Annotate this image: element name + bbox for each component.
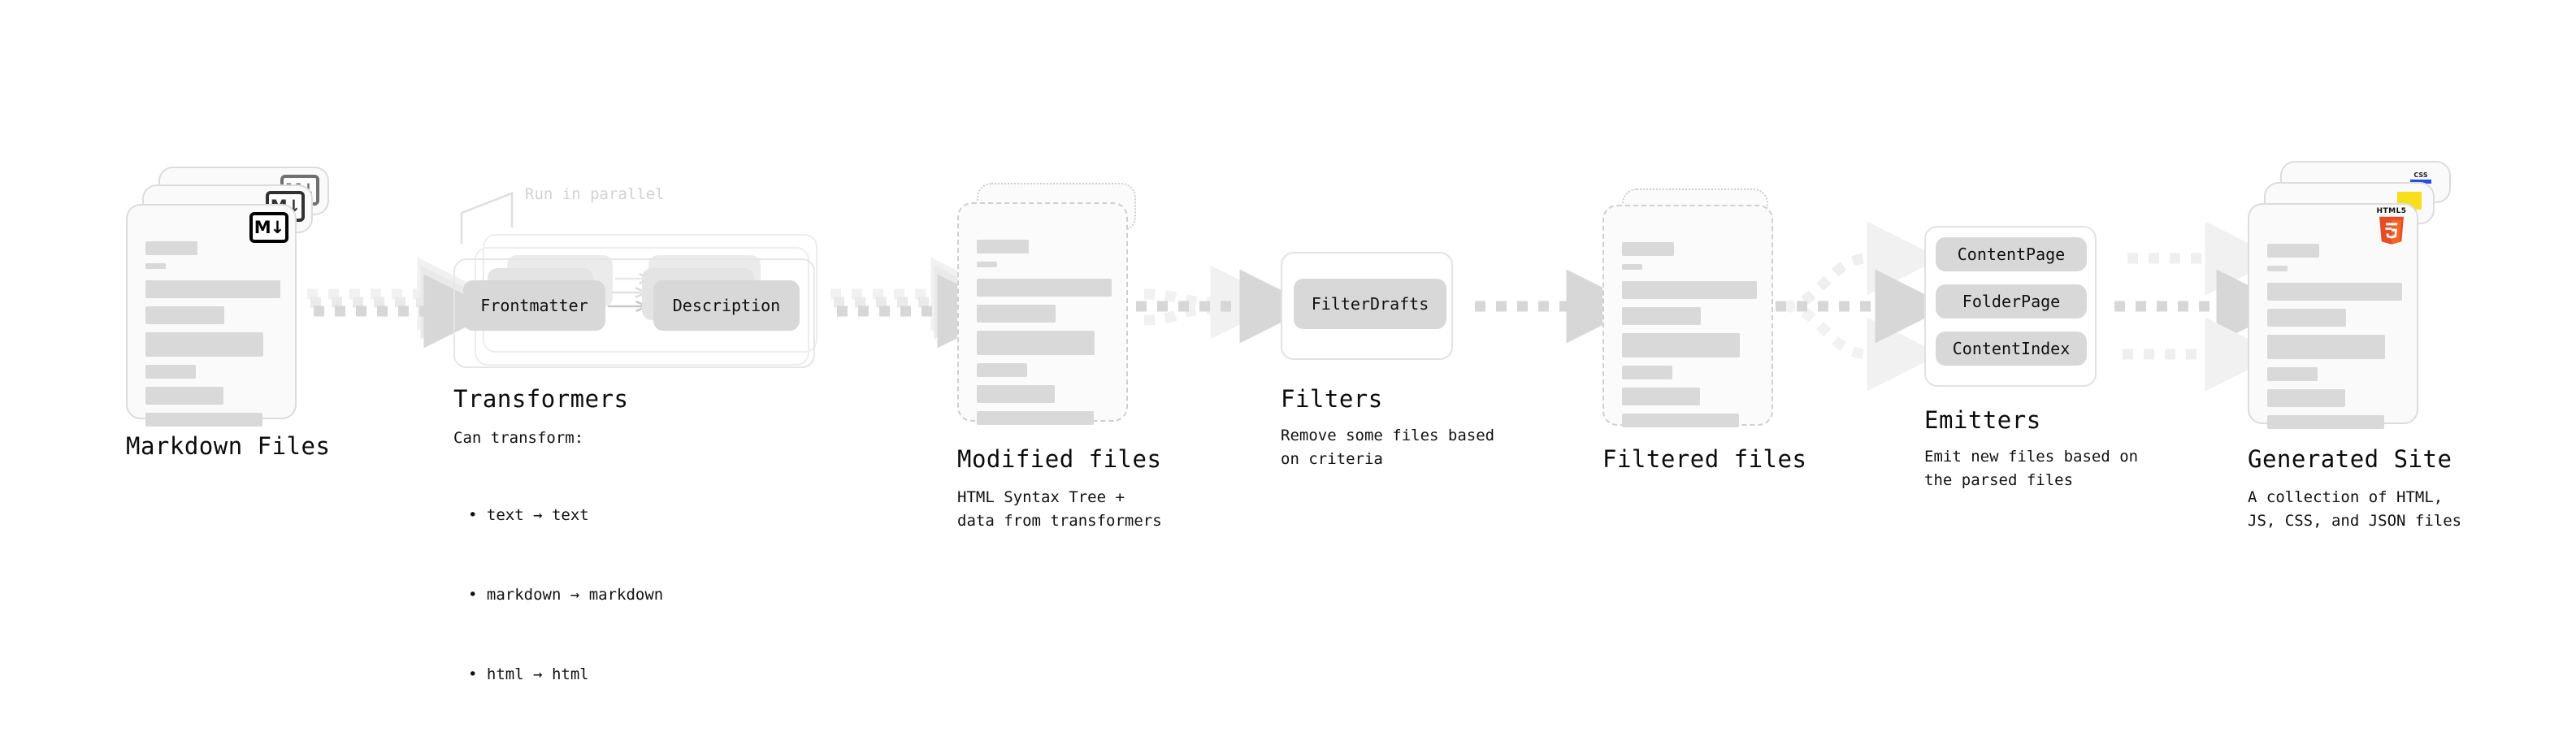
stage-subtitle-modified-files: HTML Syntax Tree + data from transformer… bbox=[957, 488, 1162, 530]
connector-emitters-to-site bbox=[2114, 221, 2291, 392]
stage-title-filtered-files: Filtered files bbox=[1602, 445, 1807, 473]
connector-modified-to-filters bbox=[1136, 265, 1314, 344]
html5-icon: HTML5 bbox=[2374, 208, 2409, 250]
css3-icon-label: CSS bbox=[2413, 171, 2428, 179]
site-card-front bbox=[2248, 203, 2418, 429]
stage-subtitle-emitters: Emit new files based on the parsed files bbox=[1924, 448, 2139, 489]
markdown-icon: M↓ bbox=[249, 212, 288, 243]
doc-placeholder-lines bbox=[2267, 244, 2402, 437]
transformer-group-front bbox=[453, 258, 815, 368]
connector-transformers-to-modified bbox=[830, 257, 1012, 349]
doc-placeholder-lines bbox=[1622, 242, 1757, 436]
html5-icon-label: HTML5 bbox=[2376, 207, 2407, 215]
filtered-card-front bbox=[1602, 205, 1773, 427]
html5-icon-shield bbox=[2379, 216, 2405, 245]
stage-title-generated-site: Generated Site bbox=[2248, 445, 2452, 473]
transformers-bullet-2: • html → html bbox=[468, 665, 589, 684]
emitter-pill-folderpage[interactable]: FolderPage bbox=[1936, 284, 2087, 318]
emitter-pill-contentpage[interactable]: ContentPage bbox=[1936, 237, 2087, 271]
stage-title-emitters: Emitters bbox=[1924, 406, 2041, 434]
diagram-canvas: M↓ M↓ M↓ Markdown Files Frontmatter bbox=[126, 161, 2462, 683]
css3-icon-bar bbox=[2410, 180, 2431, 184]
stage-title-markdown-files: Markdown Files bbox=[126, 432, 331, 460]
connector-markdown-to-transformers bbox=[307, 257, 498, 349]
transformers-bullet-1: • markdown → markdown bbox=[468, 586, 664, 604]
emitter-pill-contentindex[interactable]: ContentIndex bbox=[1936, 332, 2087, 366]
doc-placeholder-lines bbox=[145, 241, 280, 435]
stage-subtitle-filters: Remove some files based on criteria bbox=[1281, 427, 1495, 468]
css3-icon: CSS bbox=[2410, 169, 2431, 184]
stage-title-filters: Filters bbox=[1281, 385, 1383, 413]
connector-filtered-to-emitters bbox=[1776, 221, 1949, 392]
transformers-bullet-0: • text → text bbox=[468, 506, 589, 525]
doc-placeholder-lines bbox=[977, 240, 1112, 433]
run-in-parallel-note: Run in parallel bbox=[525, 185, 665, 203]
filter-pill-filterdrafts[interactable]: FilterDrafts bbox=[1294, 279, 1446, 329]
stage-title-transformers: Transformers bbox=[453, 385, 629, 413]
stage-title-modified-files: Modified files bbox=[957, 445, 1162, 473]
markdown-card-front bbox=[126, 204, 297, 427]
transformers-subtitle-heading: Can transform: bbox=[453, 429, 584, 447]
stage-subtitle-generated-site: A collection of HTML, JS, CSS, and JSON … bbox=[2248, 488, 2462, 530]
modified-card-front bbox=[957, 202, 1128, 425]
transformer-pill-frontmatter[interactable]: Frontmatter bbox=[463, 280, 605, 331]
transformers-bullets: • text → text • markdown → markdown • ht… bbox=[468, 449, 663, 741]
transformer-pill-description[interactable]: Description bbox=[653, 280, 800, 331]
